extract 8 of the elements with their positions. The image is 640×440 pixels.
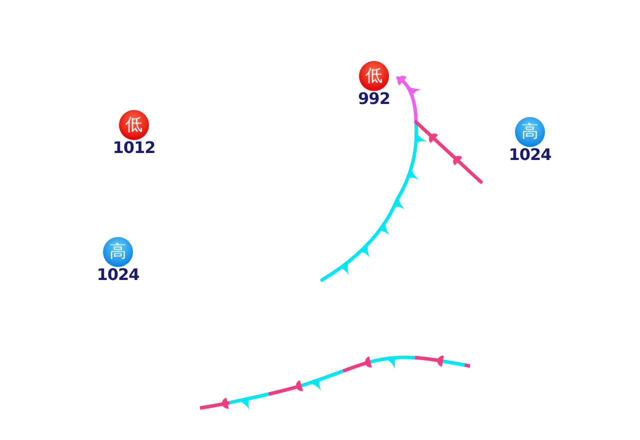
high-pressure-center: 高 [103,237,133,267]
low-pressure-center: 低 [119,110,149,140]
pressure-value: 1024 [508,146,552,164]
low-pressure-center: 低 [359,61,389,91]
pressure-value: 992 [358,90,390,108]
high-pressure-center: 高 [515,117,545,147]
pressure-value: 1024 [96,266,140,284]
pressure-value: 1012 [112,139,156,157]
